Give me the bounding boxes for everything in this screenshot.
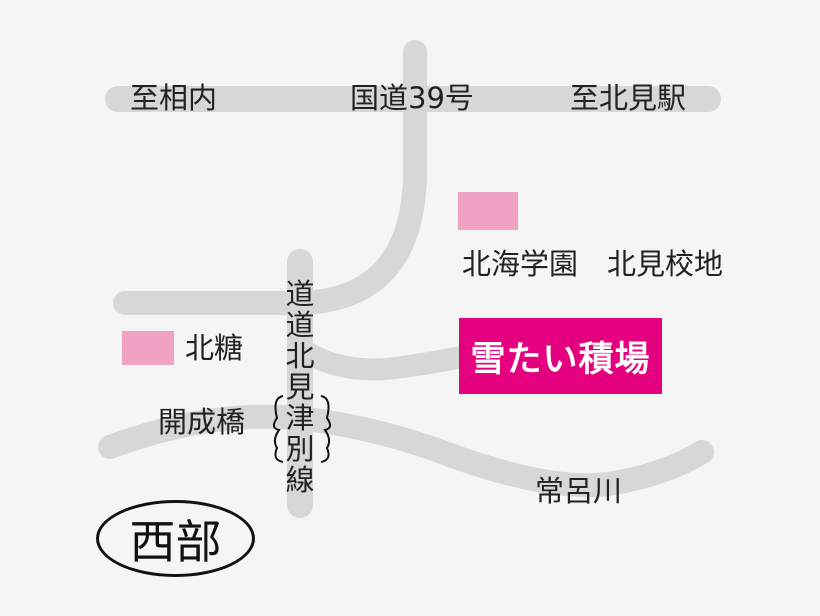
label-to-kitami-station: 至北見駅 (570, 81, 687, 115)
snow-site-badge: 雪たい積場 (459, 318, 662, 394)
snow-site-label: 雪たい積場 (470, 339, 651, 380)
district-oval: 西部 (96, 500, 255, 577)
bridge-right-bracket (320, 395, 331, 463)
label-to-aikappu: 至相内 (130, 81, 218, 115)
site-access-road (289, 337, 481, 381)
label-hokuto: 北糖 (185, 331, 244, 365)
label-hokkai-gakuen: 北海学園 北見校地 (462, 247, 724, 281)
district-label: 西部 (129, 514, 222, 569)
label-tsunetoro-river: 常呂川 (535, 474, 623, 508)
hokuto-marker (122, 331, 174, 365)
hokkai-gakuen-marker (458, 192, 518, 230)
label-national-route-39: 国道39号 (350, 81, 474, 115)
label-kaisei-bridge: 開成橋 (158, 405, 246, 439)
tsunetoro-river (98, 404, 714, 498)
label-prefectural-road: 道道北見津別線 (285, 277, 315, 497)
bridge-left-bracket (273, 395, 284, 463)
north-road (113, 40, 427, 315)
